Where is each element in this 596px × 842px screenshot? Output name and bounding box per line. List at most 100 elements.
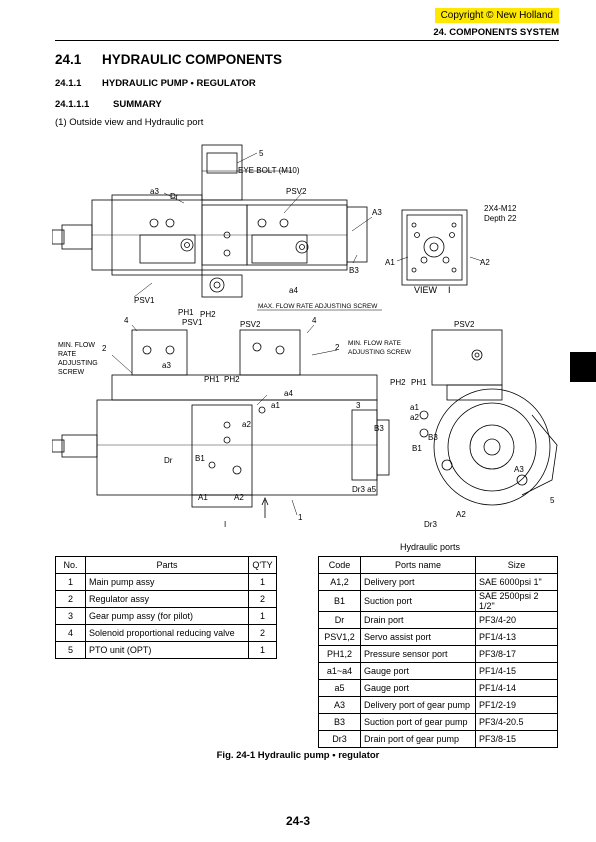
parts-name: Solenoid proportional reducing valve xyxy=(85,624,249,642)
label-psv2-mid: PSV2 xyxy=(240,320,261,329)
section-title: HYDRAULIC COMPONENTS xyxy=(102,52,283,67)
label-a2-bottom: A2 xyxy=(234,493,244,502)
label-a1-bottom: A1 xyxy=(198,493,208,502)
label-psv2-top: PSV2 xyxy=(286,187,307,196)
subsubsection-title: SUMMARY xyxy=(113,99,162,110)
leader-lines xyxy=(111,152,483,516)
label-part-4-mid: 4 xyxy=(312,316,317,325)
port-size: PF1/4-15 xyxy=(475,662,558,680)
subsection-title: HYDRAULIC PUMP • REGULATOR xyxy=(102,78,256,89)
label-view: VIEW xyxy=(414,285,438,295)
port-name: Gauge port xyxy=(360,679,476,697)
subsection-number: 24.1.1 xyxy=(55,78,82,89)
label-psv1-mid: PSV1 xyxy=(182,318,203,327)
label-a2-right: a2 xyxy=(410,413,419,422)
label-part-2-left: 2 xyxy=(102,344,107,353)
port-size: PF1/4-13 xyxy=(475,628,558,646)
label-a1-right: a1 xyxy=(410,403,419,412)
ports-table-title: Hydraulic ports xyxy=(400,542,461,552)
front-view-pump xyxy=(51,329,390,518)
parts-qty: 1 xyxy=(248,573,277,591)
label-dr-top: Dr xyxy=(170,192,179,201)
port-code: Dr xyxy=(318,611,361,629)
port-size: PF1/4-14 xyxy=(475,679,558,697)
port-name: Gauge port xyxy=(360,662,476,680)
port-size: PF3/4-20 xyxy=(475,611,558,629)
label-ph2-right: PH2 xyxy=(390,378,406,387)
port-size: PF3/8-15 xyxy=(475,730,558,748)
port-code: PSV1,2 xyxy=(318,628,361,646)
label-min-flow-1: MIN. FLOW xyxy=(58,342,95,349)
section-number: 24.1 xyxy=(55,52,82,67)
label-part-2-mid: 2 xyxy=(335,343,340,352)
label-i-bottom: I xyxy=(224,520,226,529)
port-size: PF1/2-19 xyxy=(475,696,558,714)
subsubsection-heading: 24.1.1.1 SUMMARY xyxy=(55,99,162,110)
label-psv2-right: PSV2 xyxy=(454,320,475,329)
port-name: Drain port xyxy=(360,611,476,629)
label-b3-top: B3 xyxy=(349,266,359,275)
label-ph2-top: PH2 xyxy=(200,310,216,319)
subsection-heading: 24.1.1 HYDRAULIC PUMP • REGULATOR xyxy=(55,78,256,89)
port-name: Pressure sensor port xyxy=(360,645,476,663)
port-code: PH1,2 xyxy=(318,645,361,663)
label-ph1-top: PH1 xyxy=(178,308,194,317)
label-b3-mid: B3 xyxy=(374,424,384,433)
port-code: a5 xyxy=(318,679,361,697)
label-part-1: 1 xyxy=(298,513,303,522)
port-size: SAE 6000psi 1" xyxy=(475,573,558,591)
intro-text: (1) Outside view and Hydraulic port xyxy=(55,117,204,128)
label-part-5-top: 5 xyxy=(259,149,264,158)
label-a4-mid: a4 xyxy=(284,389,293,398)
label-a1-view: A1 xyxy=(385,258,395,267)
parts-no: 4 xyxy=(55,624,86,642)
label-min-flow-r1: MIN. FLOW RATE xyxy=(348,340,402,347)
port-size: PF3/4-20.5 xyxy=(475,713,558,731)
port-size: PF3/8-17 xyxy=(475,645,558,663)
subsubsection-number: 24.1.1.1 xyxy=(55,99,90,110)
parts-header-row: No. Parts Q'TY xyxy=(55,556,277,574)
label-a4-top: a4 xyxy=(289,286,298,295)
parts-no: 2 xyxy=(55,590,86,608)
port-size: SAE 2500psi 2 1/2" xyxy=(475,590,558,612)
top-view-pump xyxy=(51,144,368,298)
label-view-num: I xyxy=(448,285,451,295)
port-code: A1,2 xyxy=(318,573,361,591)
label-dr3-a5: Dr3 a5 xyxy=(352,485,377,494)
parts-qty: 2 xyxy=(248,590,277,608)
port-name: Suction port of gear pump xyxy=(360,713,476,731)
parts-name: Main pump assy xyxy=(85,573,249,591)
port-code: A3 xyxy=(318,696,361,714)
ports-header-code: Code xyxy=(318,556,361,574)
ports-header-name: Ports name xyxy=(360,556,476,574)
label-eye-bolt: EYE BOLT (M10) xyxy=(238,166,300,175)
header-rule xyxy=(55,40,559,41)
copyright-badge: Copyright © New Holland xyxy=(434,8,559,23)
parts-qty: 2 xyxy=(248,624,277,642)
page-number: 24-3 xyxy=(285,814,311,828)
port-code: Dr3 xyxy=(318,730,361,748)
label-b1-right: B1 xyxy=(412,444,422,453)
port-code: a1~a4 xyxy=(318,662,361,680)
label-a2-view: A2 xyxy=(480,258,490,267)
side-view-pump xyxy=(419,329,558,506)
parts-qty: 1 xyxy=(248,641,277,659)
label-max-flow: MAX. FLOW RATE ADJUSTING SCREW xyxy=(258,303,378,310)
label-part-3: 3 xyxy=(356,401,361,410)
label-ph2-mid: PH2 xyxy=(224,375,240,384)
label-min-flow-3: ADJUSTING xyxy=(58,360,98,367)
label-a1-mid: a1 xyxy=(271,401,280,410)
ports-header-size: Size xyxy=(475,556,558,574)
